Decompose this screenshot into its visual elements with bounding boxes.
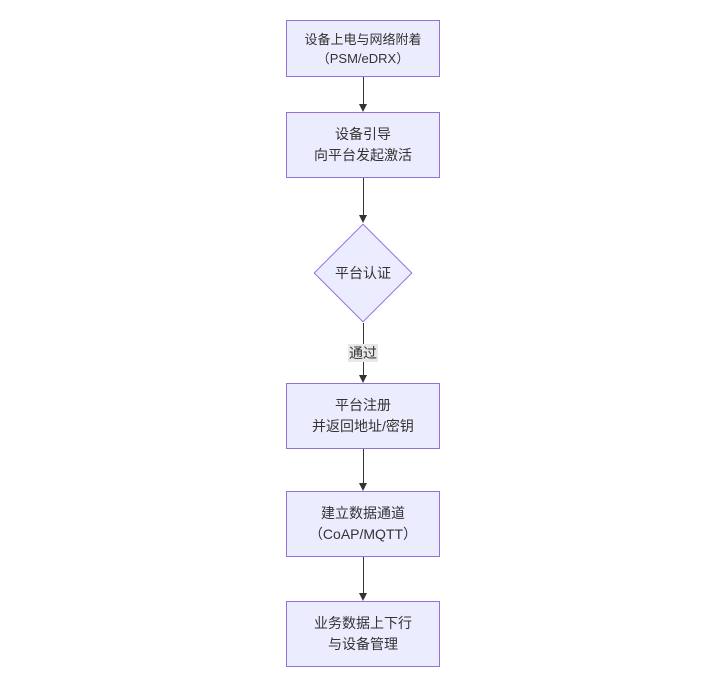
- node-text-line: 设备上电与网络附着: [304, 31, 422, 47]
- edge-line: [362, 557, 364, 593]
- node-text-line: （CoAP/MQTT）: [308, 526, 418, 542]
- node-platform-register: 平台注册 并返回地址/密钥: [286, 383, 440, 449]
- node-text-line: 并返回地址/密钥: [312, 418, 414, 434]
- node-text-line: 建立数据通道: [321, 505, 405, 521]
- node-text-line: 平台注册: [335, 397, 391, 413]
- edge-line: [362, 77, 364, 104]
- node-text-line: （PSM/eDRX）: [316, 50, 410, 66]
- arrowhead-down-icon: [359, 375, 367, 383]
- arrowhead-down-icon: [359, 483, 367, 491]
- edge-register-to-channel: [313, 449, 413, 491]
- edge-power-to-bootstrap: [313, 77, 413, 112]
- arrowhead-down-icon: [359, 593, 367, 601]
- node-platform-auth: 平台认证: [313, 223, 413, 323]
- edge-line: [362, 178, 364, 215]
- edge-auth-to-register: 通过: [313, 323, 413, 383]
- arrowhead-down-icon: [359, 215, 367, 223]
- node-text-line: 设备引导: [335, 126, 391, 142]
- node-text-line: 业务数据上下行: [314, 615, 412, 631]
- arrowhead-down-icon: [359, 104, 367, 112]
- node-data-channel: 建立数据通道 （CoAP/MQTT）: [286, 491, 440, 557]
- edge-label-pass: 通过: [348, 344, 378, 362]
- edge-bootstrap-to-auth: [313, 178, 413, 223]
- node-text-line: 平台认证: [335, 265, 391, 281]
- node-text-line: 与设备管理: [328, 636, 398, 652]
- node-device-bootstrap: 设备引导 向平台发起激活: [286, 112, 440, 178]
- node-business-data: 业务数据上下行 与设备管理: [286, 601, 440, 667]
- edge-channel-to-business: [313, 557, 413, 601]
- edge-line: [362, 449, 364, 483]
- node-text-line: 向平台发起激活: [314, 147, 412, 163]
- node-power-network-attach: 设备上电与网络附着 （PSM/eDRX）: [286, 20, 440, 77]
